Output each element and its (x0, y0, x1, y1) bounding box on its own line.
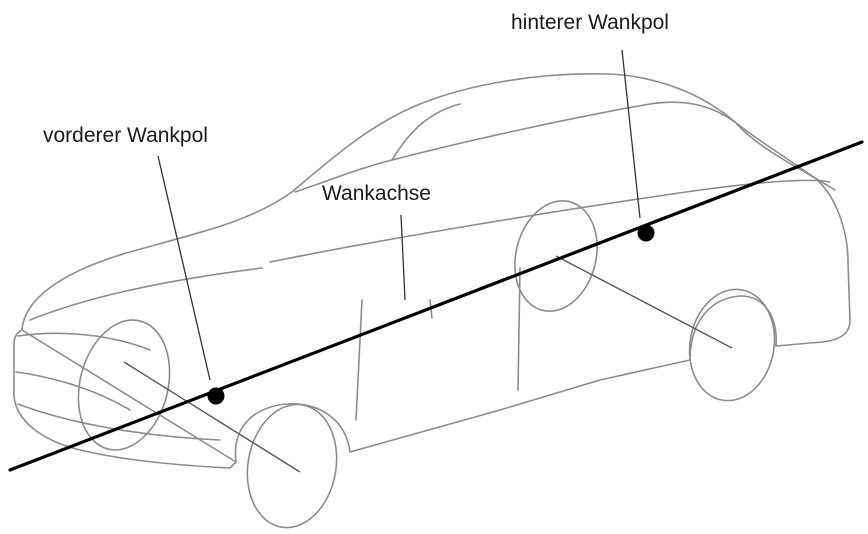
front-roll-center-label: vorderer Wankpol (43, 124, 208, 147)
rear-roll-center-marker (637, 224, 655, 242)
front-roll-center-leader (157, 155, 211, 381)
rear-roll-center-label: hinterer Wankpol (511, 11, 669, 34)
roll-axis-leader (400, 214, 406, 301)
windshield (294, 103, 461, 193)
front-left-wheel (77, 319, 171, 451)
rear-roll-center-leader (621, 49, 641, 219)
rear-left-wheel (514, 200, 598, 312)
side-window (391, 101, 736, 161)
front-roll-center-marker (207, 387, 225, 405)
trunk-edge (734, 121, 836, 191)
front-bumper (15, 332, 221, 441)
front-right-wheel (246, 403, 338, 529)
rear-axle (555, 255, 733, 349)
roll-axis-label: Wankachse (322, 182, 431, 205)
front-wheel-arch (234, 403, 351, 463)
hood-line (29, 267, 263, 321)
front-axle (123, 361, 301, 473)
rear-wheel-arch (689, 295, 777, 361)
rear-right-wheel (688, 288, 776, 402)
car-body-outline (13, 72, 851, 469)
roll-axis-line (8, 140, 864, 472)
belt-line (269, 179, 831, 263)
door-lines (355, 267, 521, 421)
